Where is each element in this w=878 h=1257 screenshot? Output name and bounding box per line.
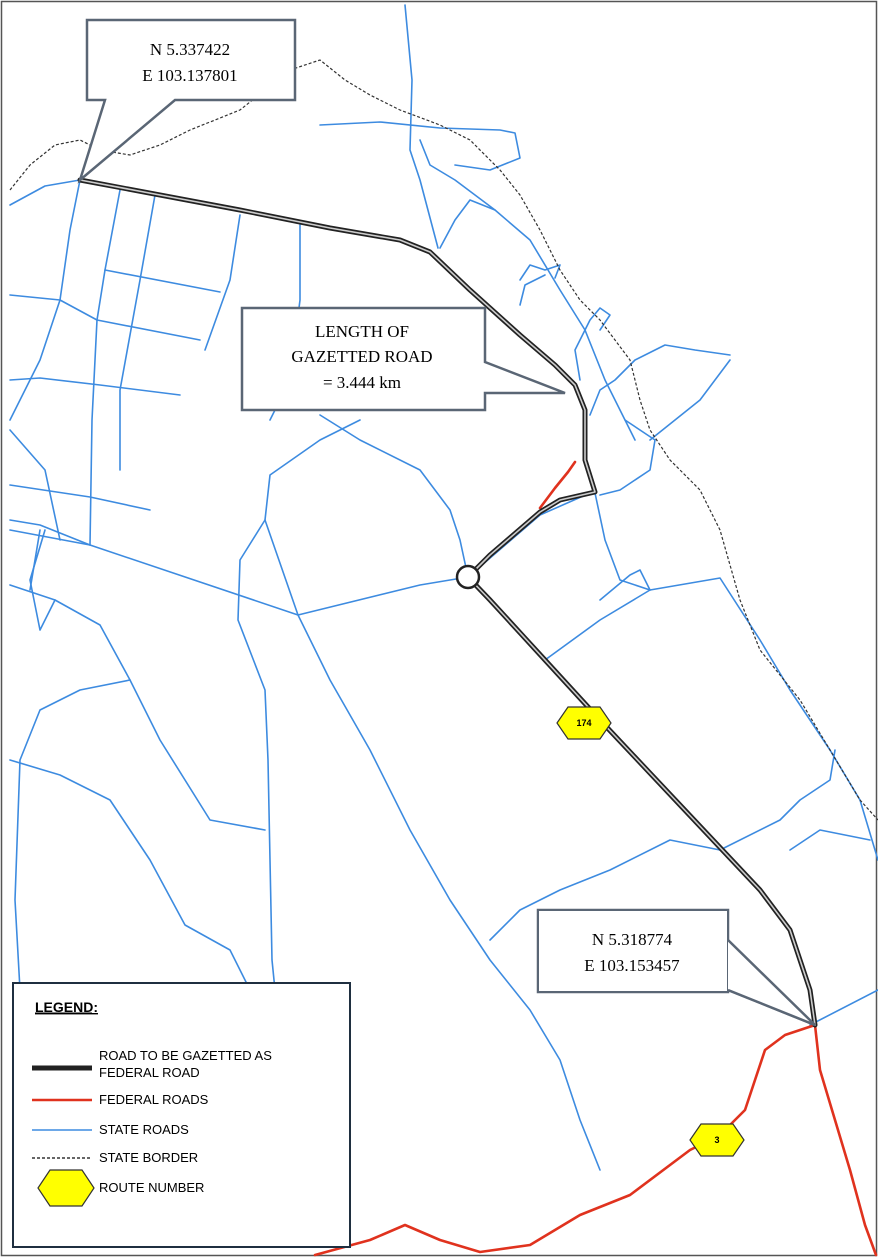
legend-gazetted-line-2: FEDERAL ROAD [99,1065,200,1080]
length-line-1: LENGTH OF [315,322,409,341]
roundabout [455,564,481,590]
legend-route-number: ROUTE NUMBER [99,1180,204,1195]
start-latitude: N 5.337422 [150,40,230,59]
callout-end: N 5.318774 E 103.153457 [536,908,816,1027]
route-number-3: 3 [714,1135,719,1145]
length-line-2: GAZETTED ROAD [291,347,432,366]
legend-route-shield-icon [37,1169,95,1207]
end-longitude: E 103.153457 [584,956,680,975]
route-shield-3: 3 [689,1123,745,1157]
callout-length: LENGTH OF GAZETTED ROAD = 3.444 km [240,306,566,412]
state-border [9,59,878,821]
legend-state-roads: STATE ROADS [99,1122,189,1137]
callout-start: N 5.337422 E 103.137801 [77,18,297,184]
legend-gazetted-line-1: ROAD TO BE GAZETTED AS [99,1048,272,1063]
federal-roads [313,460,878,1257]
gazetted-road [77,177,818,1028]
route-number-174: 174 [576,718,591,728]
legend-federal-roads: FEDERAL ROADS [99,1092,209,1107]
end-latitude: N 5.318774 [592,930,673,949]
legend-title: LEGEND: [35,999,98,1015]
start-longitude: E 103.137801 [142,66,237,85]
route-shield-174: 174 [556,706,612,740]
legend: LEGEND: ROAD TO BE GAZETTED AS FEDERAL R… [12,982,351,1248]
length-line-3: = 3.444 km [323,373,401,392]
legend-state-border: STATE BORDER [99,1150,198,1165]
